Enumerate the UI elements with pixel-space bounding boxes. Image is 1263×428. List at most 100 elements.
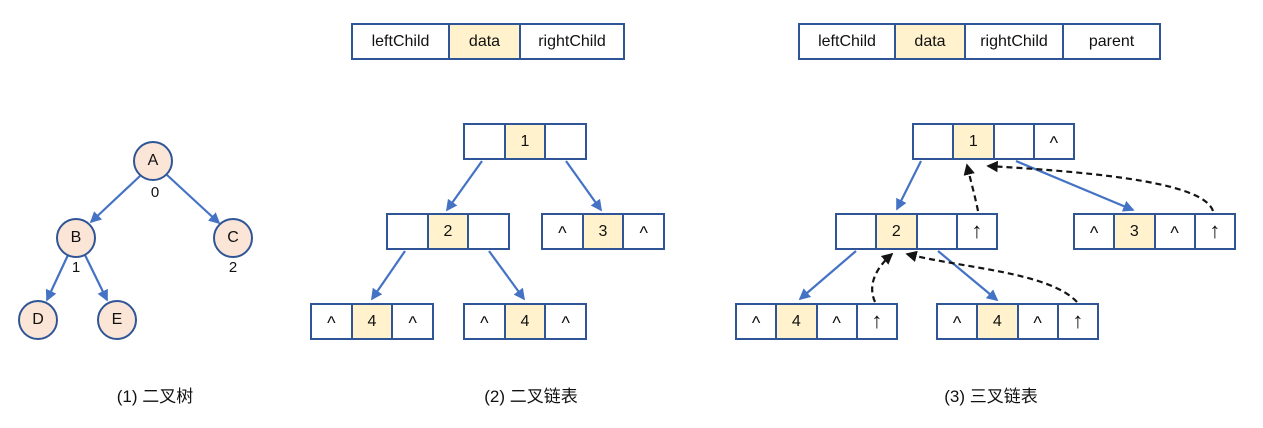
tll-node-5-data-value: 4	[992, 312, 1002, 330]
edge-a-c	[166, 174, 221, 225]
tll-node-5: ^ 4 ^ ↑	[936, 303, 1099, 340]
bll-node-5-left-cell: ^	[465, 305, 506, 338]
tll-node-1-data-value: 1	[968, 132, 978, 150]
tree-node-c-label: C	[227, 229, 239, 246]
tree-node-e-label: E	[111, 311, 123, 328]
legend3-parent-cell: parent	[1064, 25, 1159, 58]
bll-node-4-data-value: 4	[367, 312, 377, 330]
bll-node-4: ^ 4 ^	[310, 303, 434, 340]
bll-node-1-data-cell: 1	[505, 125, 547, 158]
dashed-parent-pointers	[871, 160, 1215, 303]
tll-node-3-right-cell: ^	[1155, 215, 1196, 248]
tll-node-1-parent-cell: ^	[1034, 125, 1073, 158]
legend3-data-cell: data	[896, 25, 966, 58]
edge-b-e	[84, 254, 108, 302]
bll-node-5: ^ 4 ^	[463, 303, 587, 340]
legend3-leftchild-cell: leftChild	[800, 25, 896, 58]
tll-node-4-parent-value: ↑	[871, 307, 883, 333]
bll-node-3-right-cell: ^	[624, 215, 664, 248]
bll-node-2-left-cell	[388, 215, 429, 248]
tll-node-2-data-cell: 2	[877, 215, 918, 248]
bll-edge-1-3	[565, 160, 602, 212]
bll-node-4-left-cell: ^	[312, 305, 353, 338]
tll-node-4-left-cell: ^	[737, 305, 778, 338]
legend3-data-label: data	[914, 32, 946, 50]
legend3-parent-label: parent	[1088, 32, 1135, 50]
tll-node-4-right-value: ^	[832, 312, 841, 333]
bll-node-4-right-value: ^	[408, 312, 417, 333]
tll-node-2-right-cell	[917, 215, 958, 248]
legend-triple-node: leftChild data rightChild parent	[798, 23, 1161, 60]
tree-node-c: C	[213, 218, 253, 258]
legend-leftchild-label: leftChild	[371, 32, 430, 50]
tree-node-b-label: B	[70, 229, 82, 246]
bll-node-3-data-value: 3	[598, 222, 608, 240]
tll-node-5-left-cell: ^	[938, 305, 979, 338]
tll-node-5-right-value: ^	[1033, 312, 1042, 333]
tll-node-1: 1 ^	[912, 123, 1075, 160]
tll-node-3-data-value: 3	[1129, 222, 1139, 240]
tll-edge-2-4l	[798, 250, 857, 301]
tree-node-d-label: D	[32, 311, 44, 328]
legend-binary-node: leftChild data rightChild	[351, 23, 625, 60]
tll-node-2-left-cell	[837, 215, 878, 248]
tree-node-a-label: A	[147, 152, 159, 169]
caption-binary-list: (2) 二叉链表	[484, 387, 578, 406]
bll-node-5-data-value: 4	[520, 312, 530, 330]
tll-node-1-data-cell: 1	[954, 125, 995, 158]
tll-edge-1-3	[1015, 159, 1135, 212]
bll-node-1: 1	[463, 123, 587, 160]
edge-b-d	[45, 254, 69, 302]
bll-node-3-left-cell: ^	[543, 215, 584, 248]
bll-edge-2-4l	[371, 250, 406, 301]
bll-node-4-right-cell: ^	[393, 305, 433, 338]
tll-node-2-parent-value: ↑	[971, 217, 983, 243]
tll-node-3: ^ 3 ^ ↑	[1073, 213, 1236, 250]
bll-node-5-data-cell: 4	[505, 305, 547, 338]
bll-node-3: ^ 3 ^	[541, 213, 665, 250]
tll-node-5-left-value: ^	[952, 312, 962, 333]
bll-edge-1-2	[446, 160, 483, 212]
tll-node-1-parent-value: ^	[1049, 132, 1059, 153]
tll-node-5-right-cell: ^	[1018, 305, 1059, 338]
bll-node-2-data-cell: 2	[428, 215, 470, 248]
parent-pointer-4r-to-2	[905, 250, 1078, 303]
parent-pointer-3-to-1	[986, 160, 1215, 212]
tll-edge-2-4r	[937, 250, 999, 302]
tll-node-5-parent-cell: ↑	[1058, 305, 1097, 338]
tll-edge-1-2	[896, 160, 922, 211]
blue-child-arrows	[45, 159, 1135, 302]
tree-node-d: D	[18, 300, 58, 340]
edge-label-2: 2	[228, 259, 238, 276]
bll-node-5-right-cell: ^	[546, 305, 586, 338]
tll-node-2-parent-cell: ↑	[957, 215, 996, 248]
legend3-leftchild-label: leftChild	[818, 32, 876, 50]
tll-node-2-data-value: 2	[891, 222, 901, 240]
tll-node-1-right-cell	[994, 125, 1035, 158]
tll-node-2: 2 ↑	[835, 213, 998, 250]
bll-node-5-left-value: ^	[480, 312, 489, 333]
bll-node-1-data-value: 1	[520, 132, 530, 150]
parent-pointer-4l-to-2	[871, 252, 894, 303]
legend-rightchild-label: rightChild	[538, 32, 606, 50]
bll-node-2: 2	[386, 213, 510, 250]
parent-pointer-2-to-1	[963, 163, 980, 212]
bll-node-5-right-value: ^	[561, 312, 570, 333]
tll-node-3-data-cell: 3	[1115, 215, 1156, 248]
bll-node-4-left-value: ^	[327, 312, 336, 333]
bll-node-2-right-cell	[469, 215, 509, 248]
bll-node-1-right-cell	[546, 125, 586, 158]
edge-label-0: 0	[150, 184, 160, 201]
legend3-rightchild-cell: rightChild	[966, 25, 1064, 58]
caption-binary-tree: (1) 二叉树	[116, 387, 194, 406]
bll-node-2-data-value: 2	[443, 222, 453, 240]
tll-node-4: ^ 4 ^ ↑	[735, 303, 898, 340]
tll-node-5-data-cell: 4	[978, 305, 1019, 338]
legend3-rightchild-label: rightChild	[980, 32, 1048, 50]
tll-node-4-left-value: ^	[751, 312, 761, 333]
tll-node-1-left-cell	[914, 125, 955, 158]
edge-a-b	[89, 175, 141, 224]
legend-leftchild-cell: leftChild	[353, 25, 450, 58]
